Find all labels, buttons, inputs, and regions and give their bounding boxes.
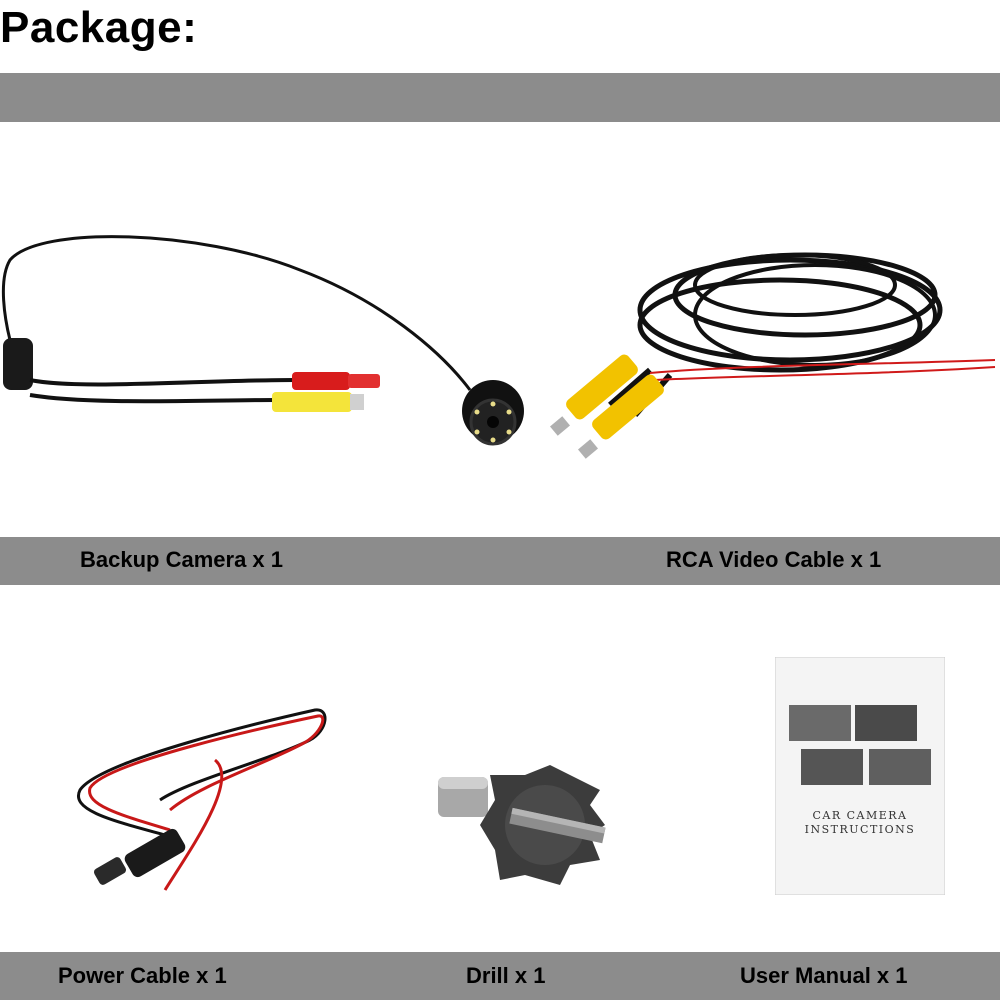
manual-title-line2: INSTRUCTIONS — [805, 823, 916, 836]
rca-video-cable-image — [550, 252, 996, 459]
power-cable-image — [77, 708, 327, 891]
power-cable-label: Power Cable x 1 — [58, 963, 227, 988]
section-divider-top — [0, 73, 1000, 122]
manual-title-line1: CAR CAMERA — [812, 809, 907, 822]
rca-video-cable-label: RCA Video Cable x 1 — [666, 547, 882, 572]
backup-camera-label: Backup Camera x 1 — [80, 547, 283, 572]
user-manual-image: CAR CAMERA INSTRUCTIONS — [775, 657, 945, 895]
page-title: Package: — [0, 3, 198, 52]
section-divider-middle — [0, 537, 1000, 585]
drill-label: Drill x 1 — [466, 963, 546, 988]
backup-camera-image — [1, 235, 524, 446]
section-divider-bottom — [0, 952, 1000, 1000]
user-manual-label: User Manual x 1 — [740, 963, 908, 988]
drill-image — [438, 765, 606, 885]
